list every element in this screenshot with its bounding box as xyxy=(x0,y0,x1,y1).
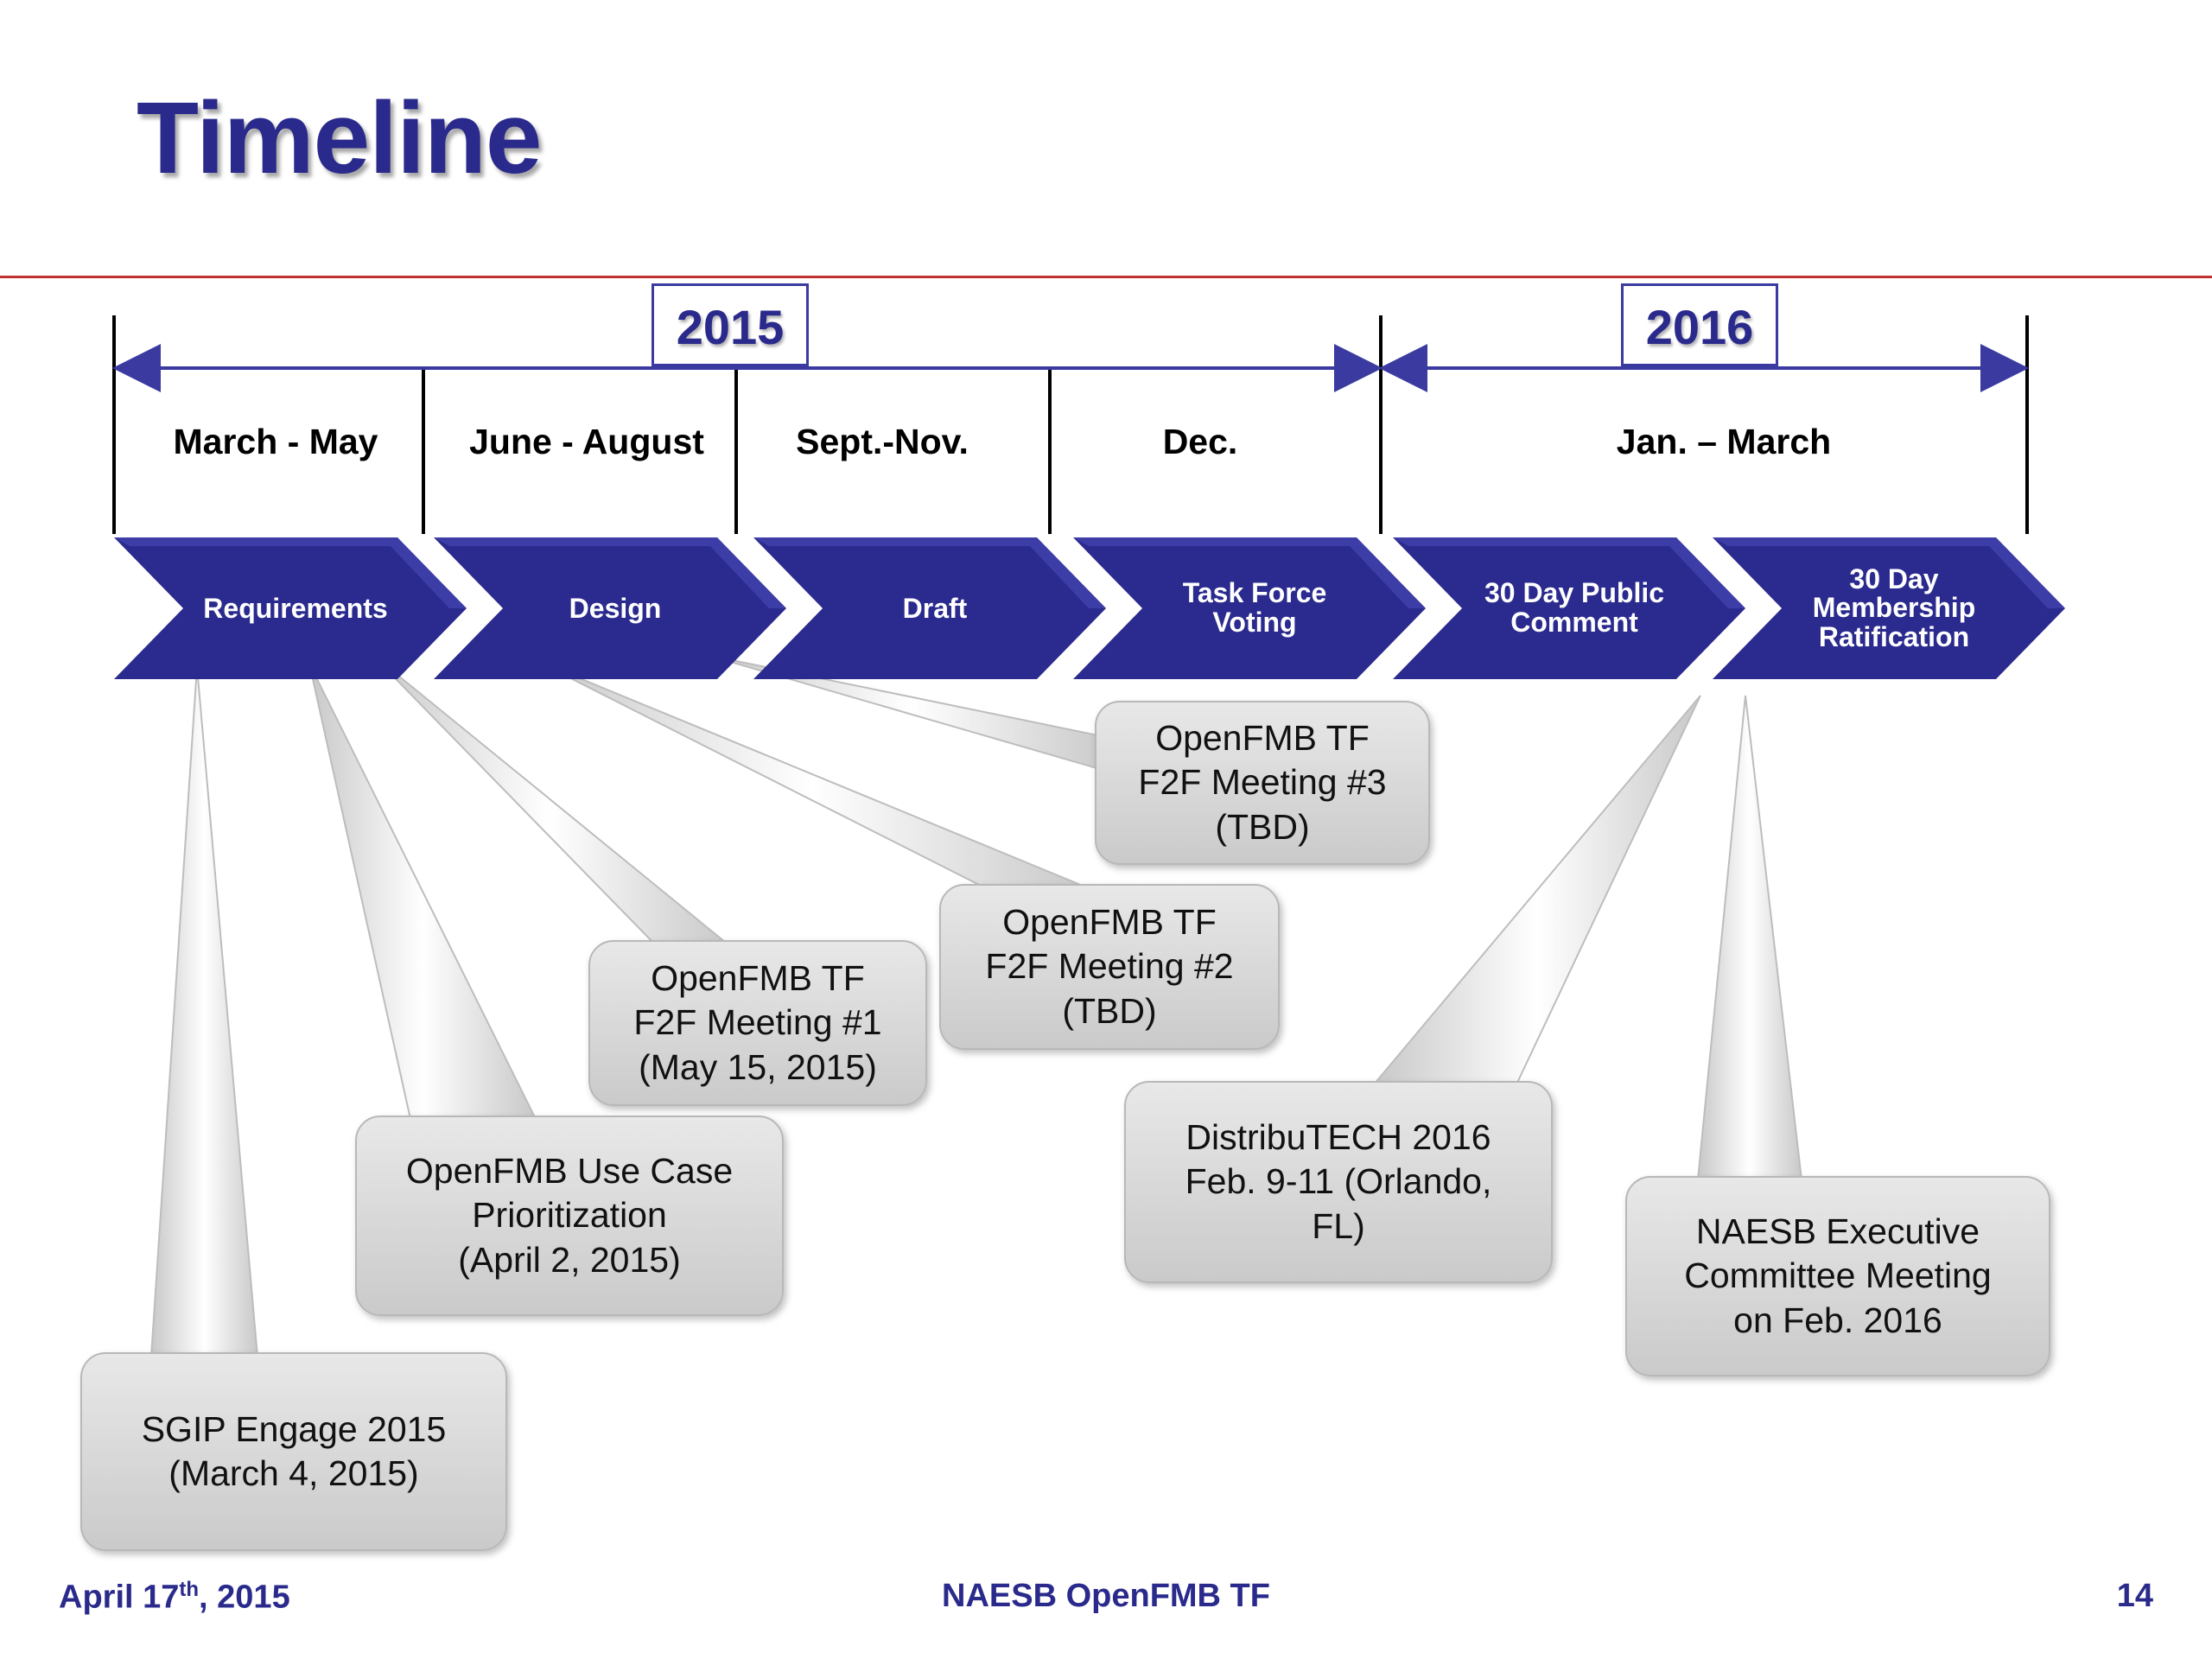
phase-label-public-comment: 30 Day Public Comment xyxy=(1484,577,1665,638)
phase-label-draft: Draft xyxy=(902,592,968,624)
slide-title: Timeline xyxy=(137,81,543,195)
footer-center-title: NAESB OpenFMB TF xyxy=(942,1578,1270,1614)
chevron-requirements xyxy=(114,537,467,679)
year-label-2015: 2015 xyxy=(652,283,809,366)
callout-sgip-engage: SGIP Engage 2015 (March 4, 2015) xyxy=(141,1408,447,1493)
period-jan-march: Jan. – March xyxy=(1616,422,1832,461)
period-march-may: March - May xyxy=(173,422,378,461)
callout-boxes xyxy=(80,701,2050,1551)
chevron-task-force-voting xyxy=(1073,537,1426,679)
period-sept-nov: Sept.-Nov. xyxy=(796,422,969,461)
callout-f2f-meeting-2: OpenFMB TF F2F Meeting #2 (TBD) xyxy=(985,902,1234,1031)
phase-chevrons xyxy=(114,537,2065,679)
footer-date: April 17th, 2015 xyxy=(59,1578,290,1617)
pointer-usecase xyxy=(308,663,537,1120)
chevron-public-comment xyxy=(1393,537,1745,679)
pointer-sgip xyxy=(149,666,259,1357)
callout-distributech: DistribuTECH 2016 Feb. 9-11 (Orlando, FL… xyxy=(1185,1117,1492,1246)
period-dec: Dec. xyxy=(1162,422,1238,461)
phase-label-membership-ratification: 30 Day Membership Ratification xyxy=(1812,563,1976,652)
chevron-membership-ratification xyxy=(1713,537,2065,679)
chevron-draft xyxy=(753,537,1106,679)
period-june-august: June - August xyxy=(469,422,704,461)
phase-label-task-force-voting: Task Force Voting xyxy=(1182,577,1327,638)
footer-date-sup: th xyxy=(179,1578,200,1601)
phase-label-design: Design xyxy=(569,592,662,624)
footer-date-suffix: , 2015 xyxy=(199,1579,290,1616)
callout-f2f-meeting-3: OpenFMB TF F2F Meeting #3 (TBD) xyxy=(1138,718,1387,847)
footer-date-prefix: April 17 xyxy=(59,1579,180,1616)
callout-naesb-executive: NAESB Executive Committee Meeting on Feb… xyxy=(1684,1211,1992,1340)
callout-f2f-meeting-1: OpenFMB TF F2F Meeting #1 (May 15, 2015) xyxy=(633,958,882,1087)
title-divider xyxy=(0,276,2212,278)
year-span-lines xyxy=(112,315,2029,534)
callout-use-case-prioritization: OpenFMB Use Case Prioritization (April 2… xyxy=(405,1151,734,1280)
pointer-naesb xyxy=(1696,695,1803,1180)
phase-label-requirements: Requirements xyxy=(203,592,388,624)
chevron-design xyxy=(434,537,786,679)
year-label-2016: 2016 xyxy=(1621,283,1778,366)
footer-page-number: 14 xyxy=(2116,1578,2153,1614)
